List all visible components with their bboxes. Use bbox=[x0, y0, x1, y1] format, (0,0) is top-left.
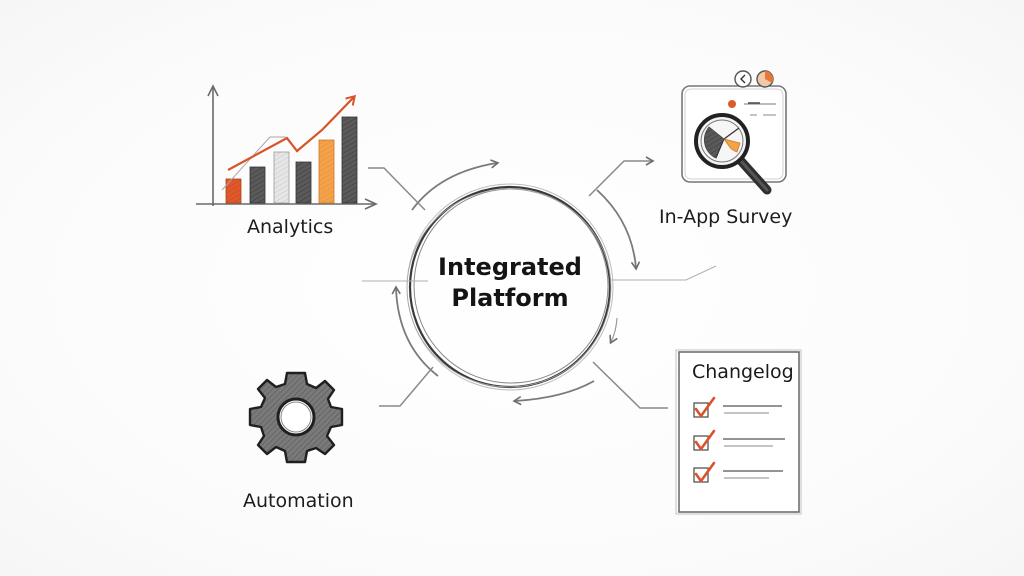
automation-label: Automation bbox=[243, 490, 354, 512]
center-title: Integrated Platform bbox=[410, 252, 610, 314]
cycle-arrow-bottom bbox=[512, 380, 595, 406]
connector-automation bbox=[379, 366, 434, 407]
checklist-item-3 bbox=[693, 461, 783, 483]
in-app-survey-label: In-App Survey bbox=[659, 206, 793, 228]
connector-lines bbox=[362, 156, 717, 409]
changelog-label: Changelog bbox=[692, 361, 794, 383]
center-circle bbox=[406, 183, 614, 391]
connector-analytics bbox=[368, 167, 426, 211]
back-circle-icon bbox=[734, 70, 752, 88]
center-title-line2: Platform bbox=[451, 284, 569, 312]
connector-changelog bbox=[592, 361, 668, 409]
checklist-item-2 bbox=[693, 429, 785, 451]
cycle-arrow-right-small bbox=[609, 317, 618, 345]
cycle-arrow-right bbox=[596, 189, 641, 271]
gear-icon bbox=[248, 371, 344, 464]
cycle-arrow-left bbox=[391, 285, 439, 377]
connector-survey bbox=[588, 156, 655, 197]
center-title-line1: Integrated bbox=[438, 253, 582, 281]
analytics-label: Analytics bbox=[247, 216, 334, 238]
checklist-document-icon bbox=[675, 349, 802, 515]
checklist-item-1 bbox=[693, 396, 782, 418]
connector-horizontal-right bbox=[610, 265, 717, 281]
magnifier-survey-window-icon bbox=[681, 70, 787, 195]
bar-chart-trend-icon bbox=[196, 84, 378, 210]
